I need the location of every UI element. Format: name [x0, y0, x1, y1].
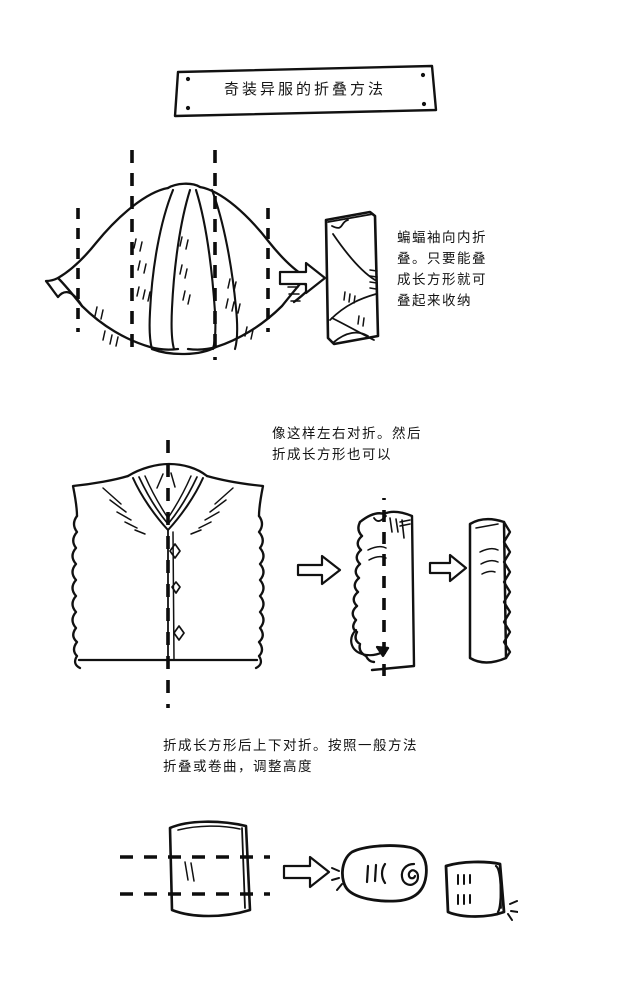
- buttons: [169, 543, 185, 641]
- screw-dot-bottom-right: [421, 101, 427, 107]
- arrow-step3-to-results: [282, 852, 332, 892]
- step-3-result-folded-block: [438, 856, 518, 924]
- step-2-half-folded-shape: [344, 498, 424, 676]
- step-2-result-rectangle: [462, 508, 524, 668]
- title-sign: 奇装异服的折叠方法: [170, 60, 440, 122]
- step-2-note: 像这样左右对折。然后 折成长方形也可以: [272, 426, 422, 463]
- screw-dot-bottom-left: [185, 105, 191, 111]
- step-1-result-folded-rectangle: [318, 208, 388, 348]
- arrow-blouse-to-halffold: [296, 552, 342, 588]
- step-3-rectangle: [120, 812, 278, 922]
- step-2-garment-blouse: [55, 440, 285, 710]
- step-3-note: 折成长方形后上下对折。按照一般方法 折叠或卷曲，调整高度: [163, 738, 418, 775]
- step-1-note: 蝙蝠袖向内折 叠。只要能叠 成长方形就可 叠起来收纳: [397, 230, 487, 309]
- title-sign-frame: [173, 64, 438, 118]
- step-3-fold-lines: [120, 855, 270, 896]
- step-1-garment-bat-sleeve: [40, 140, 310, 370]
- screw-dot-top-right: [420, 72, 426, 78]
- step-2-mid-fold-line: [382, 498, 386, 676]
- step-3-result-rolled: [330, 838, 435, 910]
- arrow-step1-to-result: [278, 258, 328, 298]
- arrow-halffold-to-rectangle: [428, 552, 468, 584]
- step-2-fold-line: [166, 440, 170, 708]
- step-1-fold-lines: [76, 150, 270, 360]
- screw-dot-top-left: [185, 76, 191, 82]
- page-title: 奇装异服的折叠方法: [223, 80, 386, 98]
- texture-marks: [94, 236, 254, 347]
